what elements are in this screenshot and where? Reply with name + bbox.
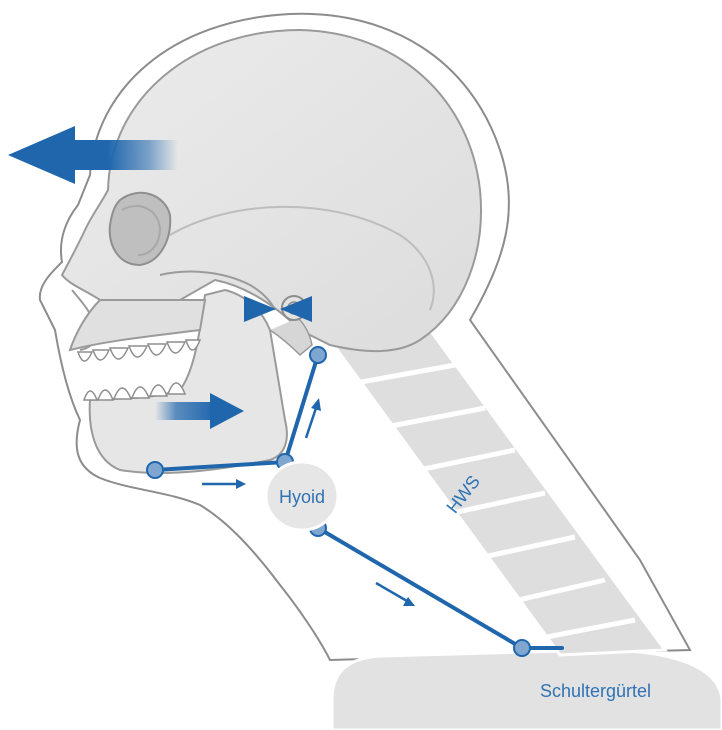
circle-icon [514, 640, 530, 656]
circle-icon [310, 347, 326, 363]
circle-icon [147, 462, 163, 478]
shoulder-girdle-label: Schultergürtel [540, 681, 651, 701]
shoulder-girdle-shape [332, 650, 722, 730]
hyoid-label: Hyoid [279, 487, 325, 507]
